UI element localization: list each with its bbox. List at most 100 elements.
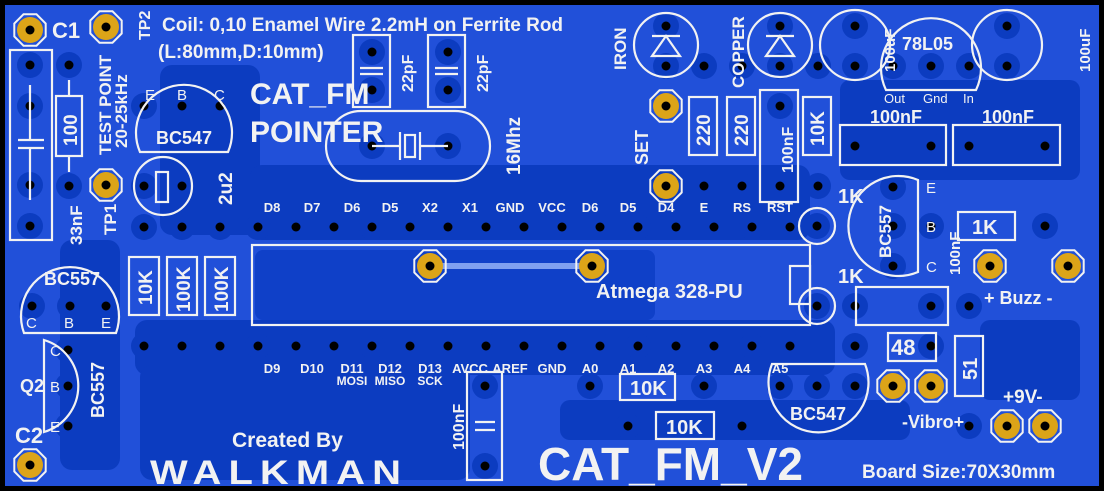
- pad: [397, 214, 423, 240]
- pad: [131, 173, 157, 199]
- pad: [472, 373, 498, 399]
- pin-label-bottom: AREF: [492, 361, 527, 376]
- pad: [472, 453, 498, 479]
- pin-label-top: D5: [382, 200, 399, 215]
- pad: [169, 173, 195, 199]
- label-tp1: TP1: [101, 204, 120, 235]
- label-10k-top: 10K: [808, 111, 829, 146]
- label-100k-2: 100K: [212, 266, 233, 312]
- pad: [207, 333, 233, 359]
- label-copper: COPPER: [729, 16, 748, 88]
- pad: [1032, 213, 1058, 239]
- pad: [880, 213, 906, 239]
- label-48: 48: [891, 335, 915, 360]
- pad: [169, 93, 195, 119]
- pad: [435, 333, 461, 359]
- board-title: CAT_FM: [250, 78, 369, 111]
- label-c1: C1: [52, 18, 80, 43]
- silkscreen-outlines: [8, 8, 1062, 482]
- label-220-1: 220: [694, 114, 715, 146]
- label-power: +9V-: [1003, 387, 1043, 408]
- label-bc547-top: BC547: [156, 128, 212, 148]
- label-b-top: B: [177, 87, 187, 104]
- pin-label-top: D4: [658, 200, 675, 215]
- pin-label-top: X1: [462, 200, 478, 215]
- pad: [842, 53, 868, 79]
- pin-label-bottom: D12: [378, 361, 402, 376]
- pad: [956, 293, 982, 319]
- pin-label-bottom: A0: [582, 361, 599, 376]
- label-100nf-right: 100nF: [947, 232, 964, 275]
- label-2u2: 2u2: [216, 172, 237, 205]
- pad: [169, 333, 195, 359]
- label-e-top: E: [145, 87, 155, 104]
- label-reg-out: Out: [884, 91, 905, 106]
- pad: [56, 52, 82, 78]
- pad: [19, 293, 45, 319]
- pad: [777, 333, 803, 359]
- pad: [93, 293, 119, 319]
- label-bc557-right: BC557: [876, 205, 895, 258]
- gold-pad: [89, 10, 123, 44]
- gold-pad: [89, 168, 123, 202]
- label-b-q2: B: [50, 379, 60, 396]
- label-reg-in: In: [963, 91, 974, 106]
- label-100uf-2: 100uF: [1077, 29, 1094, 72]
- gold-pad: [575, 249, 609, 283]
- pad: [577, 373, 603, 399]
- pad: [842, 373, 868, 399]
- pad: [653, 13, 679, 39]
- label-1k-2: 1K: [838, 266, 864, 288]
- pad: [729, 413, 755, 439]
- pad: [359, 333, 385, 359]
- label-100uf-1: 100uF: [882, 29, 899, 72]
- label-buzz: + Buzz -: [984, 288, 1053, 308]
- label-100nf-bottom: 100nF: [451, 404, 468, 450]
- label-33nf: 33nF: [67, 205, 86, 245]
- label-100nf-rst: 100nF: [780, 127, 797, 173]
- label-bc557-q2: BC557: [88, 362, 108, 418]
- pad: [804, 293, 830, 319]
- pad: [767, 173, 793, 199]
- pad: [739, 333, 765, 359]
- walkman-logo: WALKMAN: [150, 454, 408, 491]
- pad: [663, 214, 689, 240]
- pad: [842, 133, 868, 159]
- gold-pad: [914, 369, 948, 403]
- pad: [245, 333, 271, 359]
- label-22pf-2: 22pF: [475, 54, 492, 92]
- pad: [880, 174, 906, 200]
- label-c-top: C: [214, 87, 225, 104]
- pad: [994, 53, 1020, 79]
- pin-label-top: GND: [496, 200, 525, 215]
- ic-label: Atmega 328-PU: [596, 281, 743, 303]
- version-label: CAT_FM_V2: [538, 438, 803, 490]
- pad: [663, 333, 689, 359]
- pin-label-bottom: A5: [772, 361, 789, 376]
- pad: [805, 53, 831, 79]
- board-size: Board Size:70X30mm: [862, 462, 1055, 483]
- pad: [615, 413, 641, 439]
- label-51: 51: [960, 358, 982, 380]
- pin-label-top: RST: [767, 200, 793, 215]
- gold-pad: [13, 13, 47, 47]
- silkscreen-text: Coil: 0,10 Enamel Wire 2.2mH on Ferrite …: [15, 11, 1094, 491]
- pad: [918, 53, 944, 79]
- pad: [767, 93, 793, 119]
- label-c-left: C: [26, 315, 37, 332]
- pad: [321, 333, 347, 359]
- pad: [397, 333, 423, 359]
- pad: [767, 53, 793, 79]
- pad: [691, 53, 717, 79]
- pin-label-top: D5: [620, 200, 637, 215]
- label-b-right: B: [926, 219, 936, 236]
- pin-label-bottom: A1: [620, 361, 637, 376]
- gold-pad: [13, 448, 47, 482]
- pad: [1032, 133, 1058, 159]
- pad: [691, 373, 717, 399]
- label-100nf-b: 100nF: [982, 107, 1034, 127]
- label-e-q2: E: [50, 419, 60, 436]
- pin-label-bottom: D13: [418, 361, 442, 376]
